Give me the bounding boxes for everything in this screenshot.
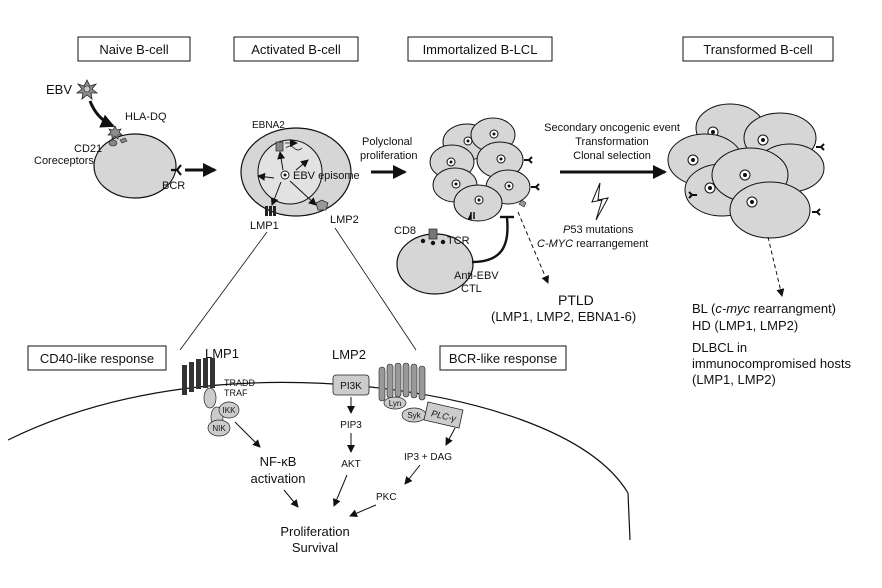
lmp2-label: LMP2 [332,347,366,362]
anti-ebv-ctl: CD8 TCR Anti-EBV CTL [394,215,514,295]
polyclonal-label-line1: Polyclonal [362,136,412,148]
lmp1-label-cell: LMP1 [250,220,279,232]
activated-b-cell: EBNA2 EBV episome LMP1 LMP2 [240,120,360,232]
pi3k-node: PI3K [332,374,370,396]
ikk-label: IKK [223,406,237,415]
lcl-cluster [429,117,540,222]
lyn-label: Lyn [389,399,402,408]
nik-node: NIK [207,419,231,437]
arrow-to-ptld [517,211,549,284]
stage-header-immortalized: Immortalized B-LCL [407,36,553,62]
lightning-bolt-icon [591,182,609,221]
ptld-subtitle: (LMP1, LMP2, EBNA1-6) [491,309,636,324]
episome-label: EBV episome [293,170,360,182]
ip3-dag-label: IP3 + DAG [404,452,452,463]
ebv-entry-arrow [88,100,115,128]
stage-header-activated: Activated B-cell [233,36,359,62]
ctl-label-line1: Anti-EBV [454,270,499,282]
proliferation-label: Proliferation [280,524,349,539]
stage-header-naive: Naive B-cell [77,36,191,62]
pi3k-label: PI3K [340,381,362,392]
activation-label: activation [251,471,306,486]
transformed-cluster [667,103,825,239]
hla-dq-label: HLA-DQ [125,111,167,123]
lmp2-label-cell: LMP2 [330,214,359,226]
bcr-like-label: BCR-like response [449,351,557,366]
ebna2-icon [275,139,303,152]
lmp1-label: LMP1 [205,346,239,361]
cmyc-rearrangement-label: C-MYC rearrangement [537,238,648,250]
cell-membrane-curve [7,381,631,541]
outcome-dlbcl-line2: immunocompromised hosts [692,356,851,371]
polyclonal-label-line2: proliferation [360,150,417,162]
naive-b-cell: EBV HLA-DQ CD21 Coreceptors BCR [34,79,185,199]
bcr-label: BCR [162,180,185,192]
tradd-label: TRADD [224,378,255,388]
zoom-line-left [179,231,268,351]
outcome-dlbcl-line1: DLBCL in [692,340,747,355]
secondary-event-line3: Clonal selection [573,150,651,162]
syk-node: Syk [401,407,427,423]
lcl-cell [453,184,503,222]
survival-label: Survival [292,540,338,555]
ptld-title: PTLD [558,292,594,308]
p53-mutations-label: P53 mutations [563,224,634,236]
syk-label: Syk [407,411,421,420]
secondary-event-line2: Transformation [575,136,649,148]
outcome-dlbcl-line3: (LMP1, LMP2) [692,372,776,387]
ctl-label-line2: CTL [461,283,482,295]
lmp1-membrane-icon [265,206,276,216]
lmp1-transmembrane-icon [182,358,215,395]
ebv-label: EBV [46,82,72,97]
ebna2-label: EBNA2 [252,120,285,131]
cd21-receptor-icon [108,137,128,147]
stage-label-activated: Activated B-cell [251,42,341,57]
cd40-like-label: CD40-like response [40,351,154,366]
zoom-line-right [334,227,417,351]
outcome-bl: BL (c-myc rearrangment) [692,301,836,316]
stage-label-transformed: Transformed B-cell [703,42,812,57]
lmp2-transmembrane-icon [378,362,426,402]
cd8-tcr-icon [420,228,446,246]
ikk-node: IKK [218,401,240,419]
cd40-like-box: CD40-like response [27,345,167,371]
plc-gamma-node: PLC-γ [423,401,464,429]
cd21-label: CD21 [74,143,102,155]
stage-label-immortalized: Immortalized B-LCL [423,42,538,57]
ctl-inhibition-line [471,217,509,264]
lyn-node: Lyn [383,396,407,410]
lcl-cell [476,141,524,179]
nfkb-label: NF-κB [260,454,297,469]
naive-cell-body [93,133,177,199]
lmp2-membrane-icon [315,199,329,211]
transformed-cell [729,181,811,239]
akt-label: AKT [341,459,360,470]
ebv-virion-icon [75,79,99,100]
stage-header-transformed: Transformed B-cell [682,36,834,62]
outcome-hd: HD (LMP1, LMP2) [692,318,798,333]
pkc-label: PKC [376,492,397,503]
traf-label: TRAF [224,388,248,398]
tcr-label: TCR [447,235,470,247]
stage-label-naive: Naive B-cell [99,42,168,57]
bcr-receptor-icon [171,164,182,176]
arrow-to-outcomes [767,236,785,297]
nik-label: NIK [212,424,226,433]
pip3-label: PIP3 [340,420,362,431]
cd8-label: CD8 [394,225,416,237]
secondary-event-line1: Secondary oncogenic event [544,122,680,134]
bcr-like-box: BCR-like response [439,345,567,371]
coreceptors-label: Coreceptors [34,155,94,167]
attached-virion-icon [107,125,123,140]
